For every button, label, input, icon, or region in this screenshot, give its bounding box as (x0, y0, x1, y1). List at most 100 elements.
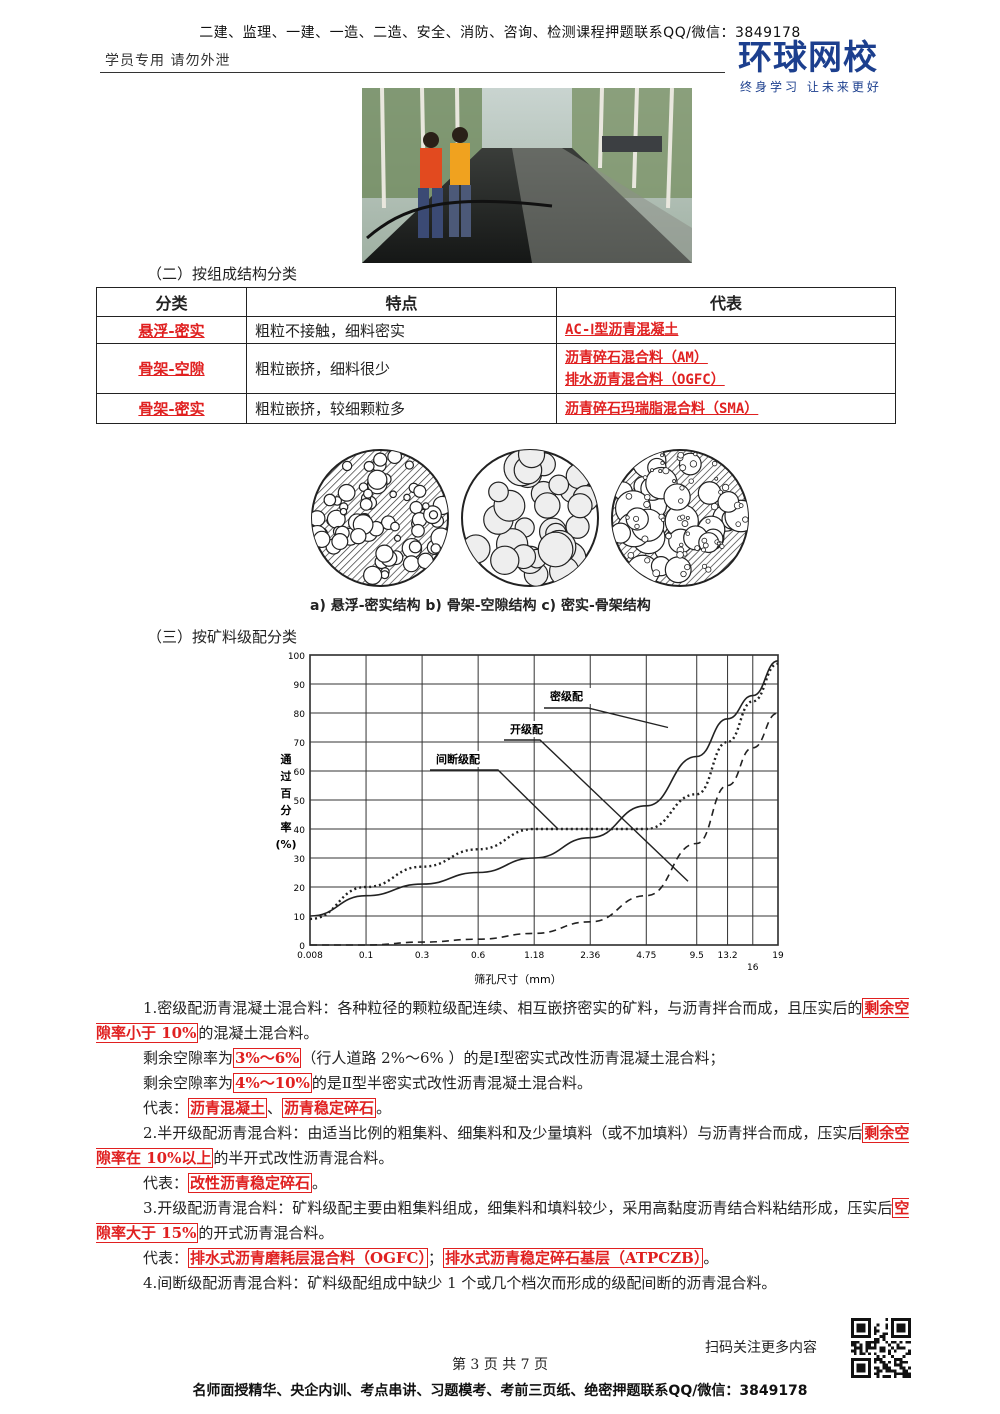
fine-particle (678, 498, 684, 504)
section-title-structure: （二）按组成结构分类 (147, 265, 298, 283)
aggregate-particle (323, 493, 337, 507)
fine-particle (719, 543, 725, 549)
suspension-dense-diagram (311, 449, 449, 587)
x-tick-label: 19 (772, 951, 784, 961)
highlight: 剩余空隙率在 10%以上 (96, 1123, 910, 1168)
fine-particle (665, 532, 672, 540)
aggregate-particle (362, 488, 373, 499)
aggregate-particle (350, 527, 367, 545)
fine-particle (685, 531, 690, 536)
y-tick-label: 70 (294, 739, 306, 749)
fine-particle (633, 515, 640, 522)
fine-particle (643, 500, 651, 509)
y-label-char: 百 (281, 787, 292, 800)
y-label-char: 分 (281, 803, 292, 817)
header-notice: 学员专用 请勿外泄 (105, 53, 231, 69)
table-row: 骨架-密实 粗粒嵌挤，较细颗粒多 沥青碎石玛瑞脂混合料（SMA） (96, 393, 896, 424)
fine-particle (710, 502, 719, 511)
x-tick-label: 13.2 (718, 951, 738, 961)
aggregate-particle (337, 483, 356, 502)
chart-grid (309, 654, 779, 946)
fine-particle (701, 537, 708, 544)
series-label: 密级配 (550, 689, 583, 703)
fine-particle (711, 460, 718, 467)
leader-line (504, 739, 689, 882)
label-bg (506, 721, 556, 737)
aggregate-particle (548, 474, 570, 496)
fine-particle (679, 464, 687, 472)
fine-particle (685, 515, 690, 520)
y-label-char: 过 (281, 769, 292, 783)
page-number: 第 3 页 共 7 页 (451, 1357, 549, 1373)
fine-particle (693, 451, 698, 457)
qr-caption: 扫码关注更多内容 (705, 1340, 817, 1356)
fine-particle (627, 551, 635, 559)
x-tick-label: 0.3 (415, 951, 429, 961)
bottom-banner: 名师面授精华、央企内训、考点串讲、习题模考、考前三页纸、绝密押题联系QQ/微信：… (192, 1383, 808, 1399)
fine-particle (679, 485, 685, 491)
aggregate-particle (565, 463, 592, 490)
series-label: 间断级配 (436, 752, 480, 766)
series-line (309, 660, 779, 917)
text: 代表： (143, 1174, 189, 1192)
table-cell-feature: 粗粒不接触，细料密实 (246, 316, 557, 344)
aggregate-particle (402, 555, 420, 573)
fine-particle (658, 469, 663, 474)
representative-line: 排水沥青混合料（OGFC） (565, 371, 725, 388)
paragraph-dense-representatives: 代表：沥青混凝土、沥青稳定碎石。 (96, 1096, 916, 1121)
series-line (309, 662, 779, 921)
text: 2.半开级配沥青混合料：由适当比例的粗集料、细集料和及少量填料（或不加填料）与沥… (143, 1124, 863, 1142)
text: 。 (312, 1174, 328, 1192)
x-tick-label: 4.75 (636, 951, 656, 961)
x-tick-label: 0.1 (359, 951, 373, 961)
aggregate-particle (428, 510, 439, 520)
fine-particle (705, 566, 712, 573)
text: 1.密级配沥青混凝土混合料：各种粒径的颗粒级配连续、相互嵌挤密实的矿料，与沥青拌… (143, 999, 863, 1017)
y-tick-label: 40 (294, 826, 306, 836)
aggregate-particle (387, 450, 403, 465)
paragraph-semi-open-gradation: 2.半开级配沥青混合料：由适当比例的粗集料、细集料和及少量填料（或不加填料）与沥… (96, 1121, 916, 1171)
text: 的混凝土混合料。 (198, 1024, 319, 1042)
fine-particle (662, 467, 670, 475)
y-tick-label: 30 (294, 855, 306, 865)
label-bg (432, 751, 482, 767)
representative-line: 沥青碎石玛瑞脂混合料（SMA） (565, 400, 759, 417)
aggregate-particle (488, 481, 509, 503)
fine-particle (625, 493, 633, 500)
aggregate-particle (537, 531, 574, 568)
table-cell-type: 悬浮-密实 (96, 316, 247, 344)
text: 的开式沥青混合料。 (198, 1224, 334, 1242)
highlight: 改性沥青稳定碎石 (188, 1173, 313, 1193)
aggregate-particle (339, 507, 348, 516)
fine-particle (641, 535, 649, 543)
text: 代表： (143, 1099, 189, 1117)
highlight: 沥青稳定碎石 (282, 1098, 377, 1118)
representative-line: 沥青碎石混合料（AM） (565, 349, 708, 366)
leader-line (430, 769, 559, 830)
aggregate-particle (567, 493, 593, 519)
fine-particle (660, 460, 665, 466)
aggregate-particle (373, 452, 388, 467)
aggregate-particle (375, 544, 394, 563)
aggregate-particle (612, 522, 632, 544)
aggregate-particle (341, 460, 353, 472)
aggregate-particle (421, 502, 430, 510)
aggregate-particle (411, 523, 425, 538)
x-tick-label: 1.18 (524, 951, 544, 961)
paving-photo (362, 88, 692, 263)
highlight: 空隙率大于 15% (96, 1198, 910, 1243)
fine-particle (689, 460, 698, 468)
aggregate-particle (490, 545, 520, 575)
structure-diagrams: a) 悬浮-密实结构 b) 骨架-空隙结构 c) 密实-骨架结构 (310, 449, 749, 614)
fine-particle (714, 476, 719, 481)
skeleton-void-diagram (461, 449, 599, 587)
fine-particle (642, 475, 648, 480)
x-tick-label: 0.008 (297, 951, 323, 961)
text: 。 (376, 1099, 392, 1117)
leader-line (544, 707, 669, 729)
table-header-row: 分类 特点 代表 (96, 287, 896, 317)
fine-particle (660, 517, 666, 522)
